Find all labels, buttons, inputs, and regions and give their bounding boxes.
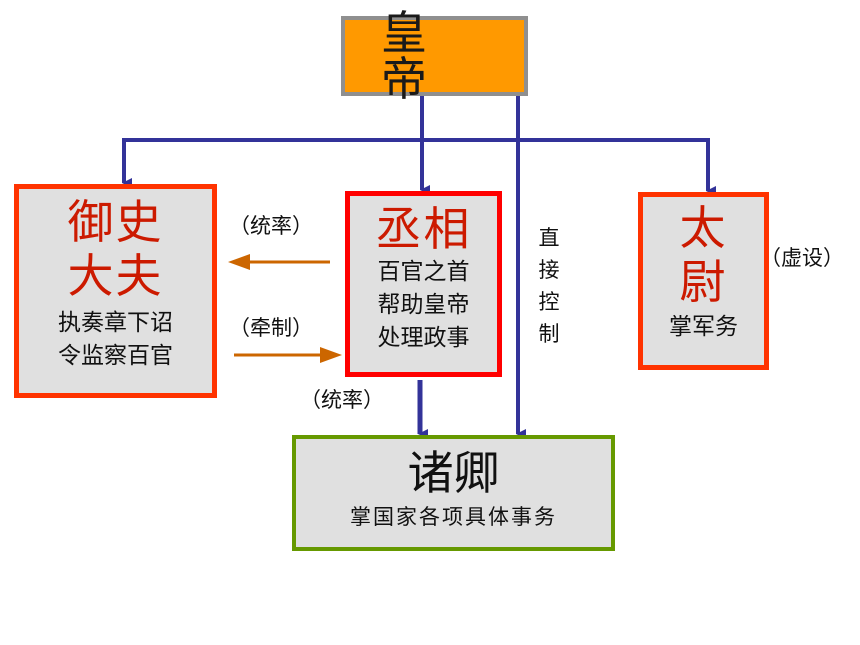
lead-ministers-label: （统率） — [300, 388, 384, 412]
lead-censor-label: （统率） — [229, 214, 313, 238]
censor-title-line1: 御史 — [67, 195, 164, 249]
chancellor-desc-line3: 处理政事 — [377, 325, 470, 351]
commandant-note: （虚设） — [760, 246, 844, 270]
chancellor-title: 丞相 — [375, 202, 472, 256]
censor-desc-line1: 执奏章下诏 — [58, 310, 173, 336]
restrain-arrowhead — [320, 347, 342, 363]
restrain-censor-label: （牵制） — [229, 316, 313, 340]
lead-arrowhead — [228, 254, 250, 270]
censor-desc-line2: 令监察百官 — [58, 343, 173, 369]
ministers-box: 诸卿 掌国家各项具体事务 — [292, 435, 615, 551]
censor-title-line2: 大夫 — [67, 249, 164, 303]
emperor-title: 皇 帝 — [381, 6, 463, 106]
ministers-desc: 掌国家各项具体事务 — [350, 505, 557, 529]
censor-box: 御史 大夫 执奏章下诏 令监察百官 — [14, 184, 217, 398]
commandant-box: 太 尉 掌军务 — [638, 192, 769, 370]
commandant-title-line2: 尉 — [679, 255, 728, 309]
ministers-title: 诸卿 — [407, 446, 500, 500]
chancellor-desc-line2: 帮助皇帝 — [377, 292, 470, 318]
commandant-title-line1: 太 — [679, 201, 728, 255]
chancellor-desc-line1: 百官之首 — [377, 259, 470, 285]
commandant-desc: 掌军务 — [669, 314, 738, 340]
chancellor-box: 丞相 百官之首 帮助皇帝 处理政事 — [345, 191, 502, 377]
direct-control-label: 直接控制 — [538, 226, 560, 346]
emperor-box: 皇 帝 — [341, 10, 528, 102]
